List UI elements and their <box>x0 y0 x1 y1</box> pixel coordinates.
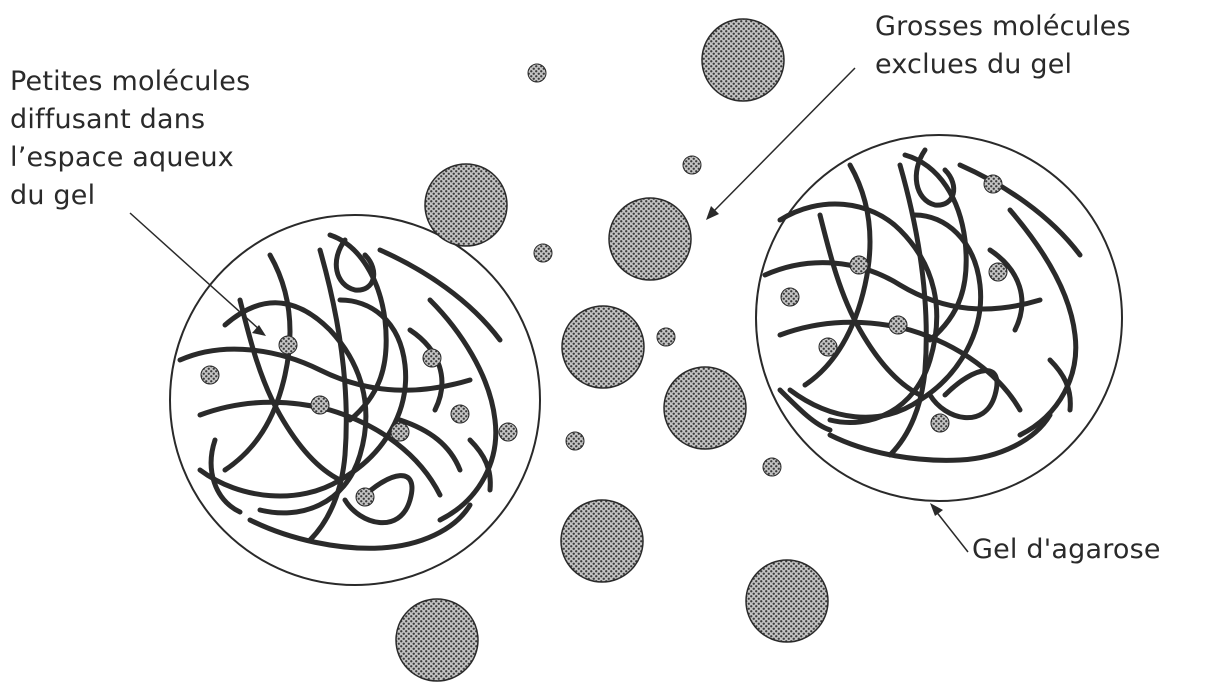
small-molecules-label-line-2: diffusant dans <box>10 101 250 139</box>
gel-bead-outline <box>170 215 540 585</box>
small-molecules-label: Petites molécules diffusant dans l’espac… <box>10 63 250 215</box>
large-molecules-label: Grosses molécules exclues du gel <box>875 8 1131 84</box>
large-molecules-label-line-1: Grosses molécules <box>875 8 1131 46</box>
small-molecules-label-line-3: l’espace aqueux <box>10 139 250 177</box>
large-molecules-label-line-2: exclues du gel <box>875 46 1131 84</box>
arrow-gel <box>930 503 968 552</box>
agarose-fibers <box>765 150 1080 460</box>
small-molecules-inside-right <box>781 175 1007 432</box>
small-molecules-label-line-1: Petites molécules <box>10 63 250 101</box>
gel-bead-right <box>756 135 1122 501</box>
agarose-fibers <box>180 235 500 548</box>
small-molecules-label-line-4: du gel <box>10 177 250 215</box>
annotation-arrows <box>130 68 968 552</box>
large-molecules <box>396 19 828 681</box>
gel-label: Gel d'agarose <box>972 531 1161 569</box>
arrow-small-molecules <box>130 213 266 336</box>
gel-bead-left <box>170 215 540 585</box>
